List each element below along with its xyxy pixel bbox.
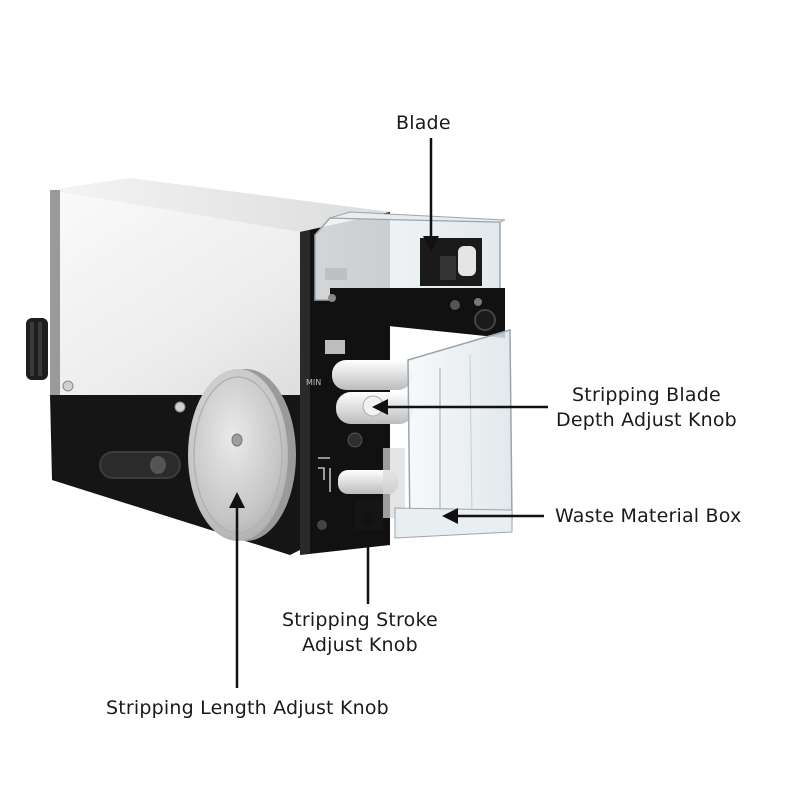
blade-depth-label-line1: Stripping Blade [572, 384, 721, 406]
waste-box-arrow [442, 508, 544, 524]
stroke-knob-label-line2: Adjust Knob [302, 634, 418, 656]
stroke-knob-label: Stripping Stroke Adjust Knob [282, 608, 438, 658]
blade-depth-label-line2: Depth Adjust Knob [556, 409, 737, 431]
length-knob-arrow [229, 492, 245, 688]
blade-arrow [423, 138, 439, 252]
blade-depth-label: Stripping Blade Depth Adjust Knob [556, 383, 737, 433]
crossbar [328, 288, 505, 338]
waste-box-label: Waste Material Box [555, 505, 742, 527]
blade-guard [314, 211, 506, 301]
length-wheel [188, 369, 296, 541]
waste-box [394, 329, 513, 539]
callout-arrows [229, 138, 548, 688]
length-knob-label: Stripping Length Adjust Knob [106, 697, 389, 719]
stroke-knob-arrow [360, 508, 376, 604]
blade-label: Blade [396, 112, 451, 134]
rear-knob [26, 318, 48, 380]
blade-depth-arrow [372, 399, 548, 415]
stroke-knob-label-line1: Stripping Stroke [282, 609, 438, 631]
stroke-assembly [338, 448, 405, 530]
min-marking: MIN [306, 378, 321, 387]
